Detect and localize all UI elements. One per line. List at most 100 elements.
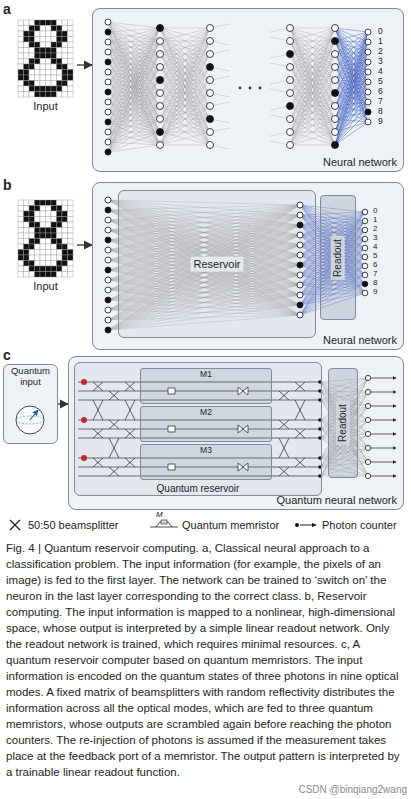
neuron (207, 116, 214, 123)
beamsplitter (295, 400, 305, 420)
optical-mode (78, 382, 320, 383)
beamsplitter (93, 400, 103, 420)
synapse-line (160, 41, 210, 145)
synapse-line (108, 200, 300, 315)
network-panel: Neural network (92, 8, 404, 172)
synapse-line (290, 28, 335, 41)
neuron (207, 129, 214, 136)
beamsplitter (125, 382, 135, 391)
synapse-line (108, 210, 300, 315)
beamsplitter (295, 429, 305, 438)
beamsplitter (295, 382, 305, 391)
synapse-line (108, 240, 300, 295)
neuron (105, 217, 111, 223)
neuron (105, 119, 111, 125)
synapse-line (335, 62, 368, 145)
quantum-input-box: Quantum input (3, 364, 58, 444)
synapse-line (160, 132, 210, 145)
neuron (207, 103, 214, 110)
synapse-line (290, 67, 335, 145)
synapse-line (335, 92, 368, 145)
synapse-line (160, 67, 210, 145)
beamsplitter (125, 458, 135, 467)
synapse-line (108, 32, 160, 41)
readout-band: Readout (320, 195, 356, 320)
synapse-line (108, 132, 160, 133)
neuron (287, 38, 294, 45)
network-panel-fill (68, 356, 404, 510)
beamsplitter (109, 391, 119, 400)
class-digit: 0 (378, 27, 383, 36)
synapse-line (108, 106, 160, 132)
node-label: Reservoir (190, 257, 243, 272)
synapse-line (108, 80, 160, 152)
class-digit: 2 (378, 47, 383, 56)
beamsplitter (295, 400, 305, 420)
synapse-line (290, 54, 335, 145)
synapse-line (290, 28, 335, 67)
class-digit: 6 (373, 261, 377, 270)
synapse-line (160, 80, 210, 145)
synapse-line (160, 28, 210, 93)
synapse-line (290, 28, 335, 93)
neuron (105, 99, 111, 105)
synapse-line (290, 28, 335, 119)
neuron (362, 245, 368, 251)
synapse-line (108, 102, 160, 145)
neuron (332, 103, 339, 110)
panel-letter: b (3, 178, 12, 193)
optical-mode (78, 420, 320, 421)
neuron (362, 254, 368, 260)
neuron (332, 90, 339, 97)
neuron (297, 302, 303, 308)
neuron (287, 129, 294, 136)
synapse-line (108, 205, 300, 210)
panel-letter: c (3, 348, 11, 363)
neuron (297, 272, 303, 278)
neuron (287, 90, 294, 97)
synapse-line (335, 32, 368, 119)
synapse-line (108, 215, 300, 320)
reservoir-drawing (105, 197, 368, 333)
node-label: M1 (200, 370, 212, 380)
class-digit: 3 (373, 234, 377, 243)
arrow-connector (58, 403, 68, 404)
beamsplitter (93, 382, 103, 391)
panel-letter: a (3, 2, 11, 17)
neuron (365, 459, 370, 464)
neuron (105, 327, 111, 333)
class-digit: 8 (373, 279, 377, 288)
neuron (157, 129, 164, 136)
synapse-line (290, 80, 335, 145)
class-digit: 0 (373, 207, 377, 216)
node-label: M3 (200, 446, 212, 456)
class-digit: 4 (373, 243, 377, 252)
quantum-input-fill (3, 364, 58, 444)
synapse-line (108, 250, 300, 285)
class-digit: 4 (378, 67, 383, 76)
synapse-line (108, 245, 300, 330)
neuron (105, 69, 111, 75)
synapse-line (108, 200, 300, 285)
synapse-line (108, 142, 160, 145)
arrow-connector (77, 244, 92, 245)
memristor-box: M3 (140, 444, 272, 480)
synapse-line (108, 62, 160, 119)
neuron (105, 59, 111, 65)
synapse-line (108, 41, 160, 142)
neuron (362, 227, 368, 233)
output-line (371, 448, 396, 449)
memristor-fill (140, 406, 272, 442)
beamsplitter (279, 467, 289, 476)
synapse-line (108, 305, 300, 330)
beamsplitter (109, 438, 119, 458)
class-digit: 1 (373, 216, 377, 225)
neuron (287, 25, 294, 32)
synapse-line (160, 28, 210, 54)
synapse-line (108, 67, 160, 142)
legend-symbol (6, 518, 24, 532)
synapse-line (108, 295, 300, 330)
synapse-line (108, 28, 160, 142)
neuron (297, 212, 303, 218)
